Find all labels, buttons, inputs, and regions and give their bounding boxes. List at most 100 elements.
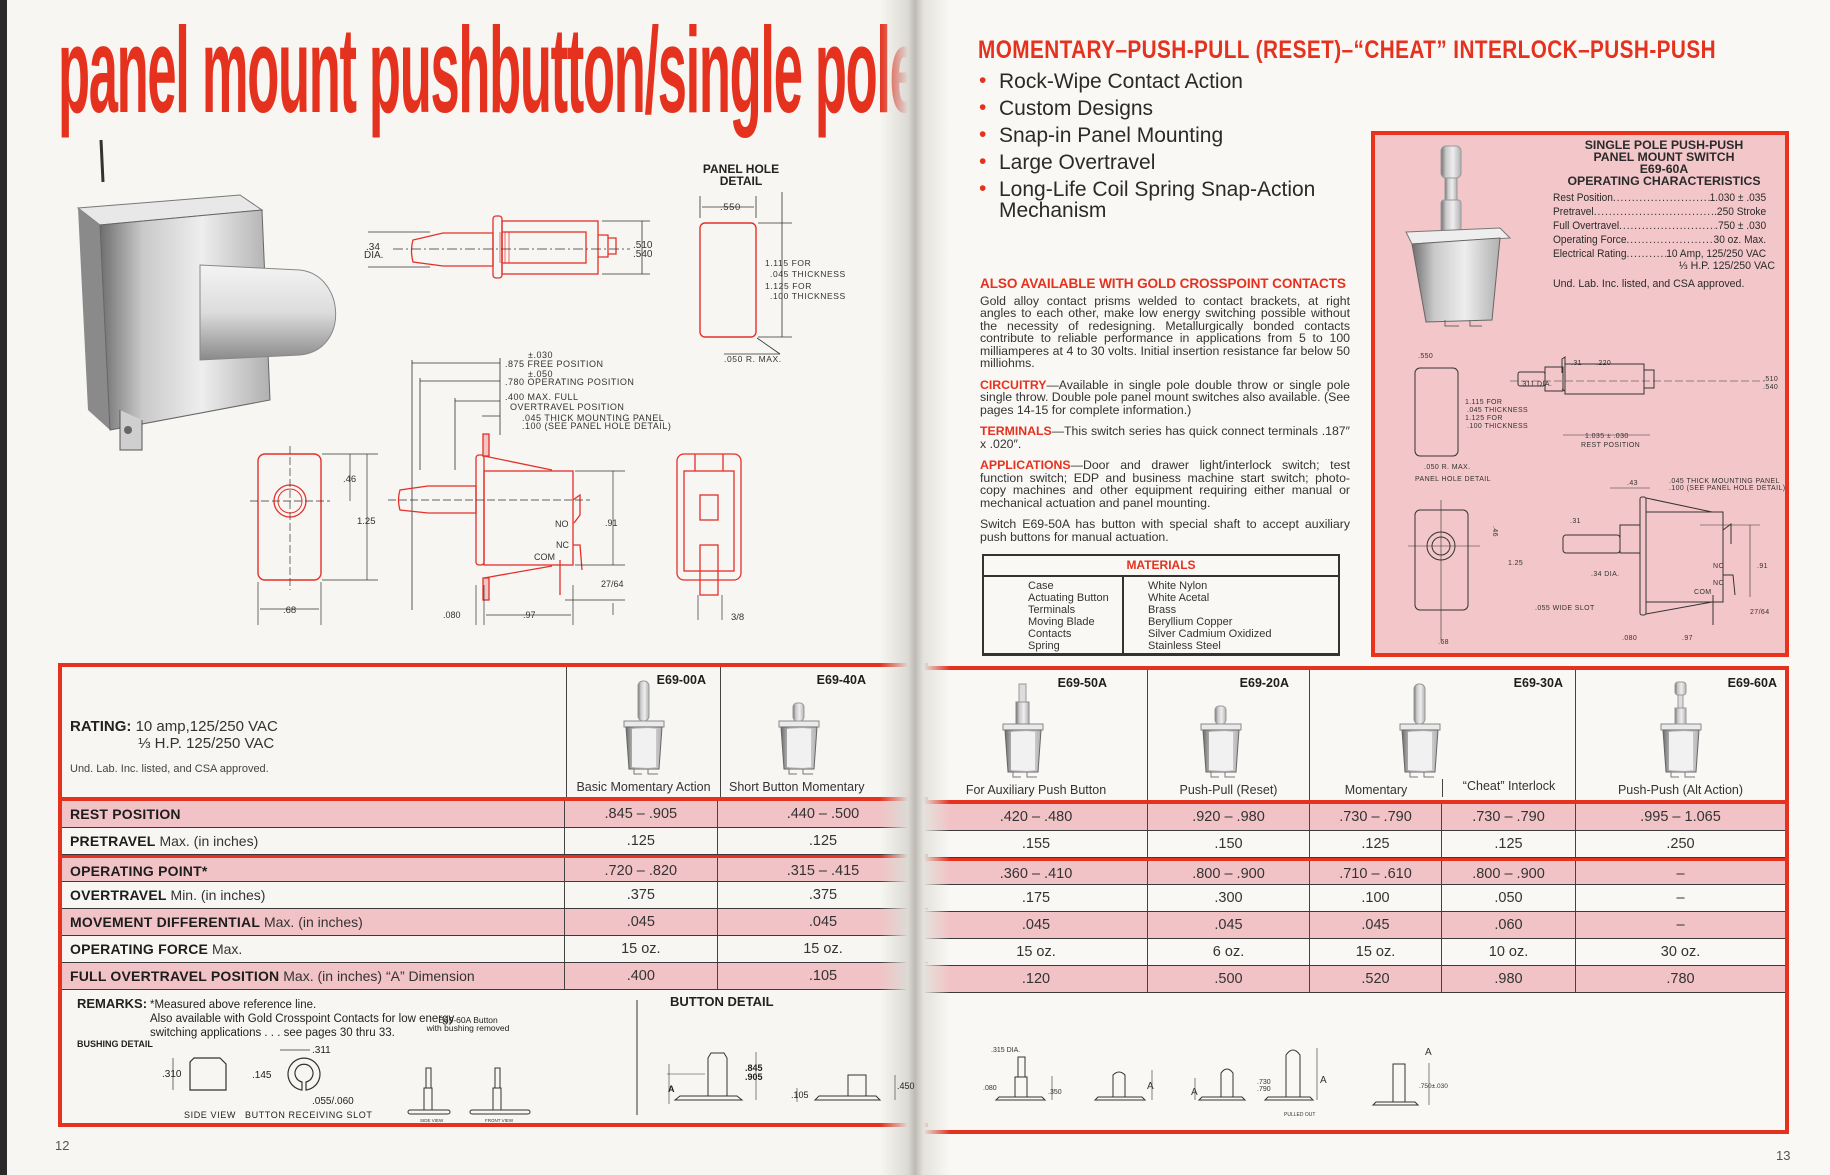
model-column-e69-00a: E69-00A Basic Momentary Action <box>566 667 720 797</box>
model-name: E69-20A <box>1239 676 1289 690</box>
rating-label: RATING: <box>70 718 132 735</box>
model-name: E69-00A <box>656 673 706 687</box>
gold-contacts-section: ALSO AVAILABLE WITH GOLD CROSSPOINT CONT… <box>980 277 1350 552</box>
dot-leader <box>1626 233 1713 247</box>
material-value: White Nylon <box>1148 580 1208 592</box>
bullet-icon: • <box>979 177 987 200</box>
row-label-main: PRETRAVEL <box>70 833 156 849</box>
row-label-qualifier: Max. <box>211 941 243 957</box>
remarks-line: *Measured above reference line. <box>150 999 317 1011</box>
feature-text: Snap-in Panel Mounting <box>999 124 1224 147</box>
circuitry-text: —Available in single pole double throw o… <box>980 377 1350 417</box>
table-row: .155.150.125.125.250 <box>925 831 1785 858</box>
dim-label: ±.030 <box>528 350 553 360</box>
model-name: E69-30A <box>1513 676 1563 690</box>
model-caption: Short Button Momentary <box>729 780 865 794</box>
table-cell: .125 <box>716 828 928 854</box>
row-label: PRETRAVEL Max. (in inches) <box>62 828 564 854</box>
table-cell: .520 <box>1309 966 1441 992</box>
switch-photo <box>991 680 1055 780</box>
model-column-e69-60a: E69-60A Push-Push (Alt Action) <box>1575 670 1785 800</box>
characteristic-name: Electrical Rating <box>1553 248 1627 260</box>
dim-label: .050 R. MAX. <box>724 354 782 364</box>
material-value: Brass <box>1148 604 1177 616</box>
row-label-qualifier: Max. (in inches) <box>263 914 363 930</box>
row-label: MOVEMENT DIFFERENTIAL Max. (in inches) <box>62 909 564 935</box>
table-cell: .125 <box>1309 831 1441 857</box>
dim-label: .97 <box>523 610 536 620</box>
dim-label: 3/8 <box>731 612 744 623</box>
model-caption: Push-Push (Alt Action) <box>1617 783 1744 797</box>
row-label-main: FULL OVERTRAVEL POSITION <box>70 968 280 984</box>
dot-leader <box>1613 191 1710 205</box>
dim-label: DIA. <box>364 250 383 261</box>
row-label: OVERTRAVEL Min. (in inches) <box>62 882 564 908</box>
characteristic-line: Operating Force30 oz. Max. <box>1553 233 1766 247</box>
material-part: Spring <box>1028 640 1060 652</box>
dim-label: .46 <box>343 474 356 485</box>
rating-line: 10 amp,125/250 VAC <box>135 718 278 735</box>
characteristic-line: Full Overtravel.750 ± .030 <box>1553 219 1766 233</box>
characteristic-value: 10 Amp, 125/250 VAC <box>1666 248 1767 260</box>
remarks-label: REMARKS: <box>77 996 148 1011</box>
table-cell: .400 <box>563 963 717 989</box>
material-part: Terminals <box>1028 604 1076 616</box>
remarks-line: switching applications . . . see pages 3… <box>150 1027 395 1039</box>
characteristic-name: Rest Position <box>1553 192 1613 204</box>
table-cell: .125 <box>563 828 717 854</box>
table-row: OPERATING POINT* .720 – .820.315 – .415 <box>62 855 928 882</box>
table-cell: 6 oz. <box>1147 939 1309 965</box>
table-row: .120.500.520.980.780 <box>925 966 1785 993</box>
row-label: OPERATING POINT* <box>62 858 564 881</box>
row-label-main: OVERTRAVEL <box>70 887 167 903</box>
feature-text: Custom Designs <box>999 97 1154 120</box>
dim-label: .91 <box>605 518 618 528</box>
dim-label: .080 <box>443 610 461 620</box>
table-cell: .800 – .900 <box>1441 861 1575 884</box>
table-cell: .050 <box>1441 885 1575 911</box>
book-spine <box>880 0 950 1175</box>
table-cell: .375 <box>563 882 717 908</box>
dim-label: 1.115 FOR <box>765 258 811 268</box>
circuitry-paragraph: CIRCUITRY—Available in single pole doubl… <box>980 377 1350 417</box>
model-column-e69-30a: E69-30A Momentary “Cheat” Interlock <box>1309 670 1575 800</box>
approval-note: Und. Lab. Inc. listed, and CSA approved. <box>70 763 269 775</box>
table-cell: .105 <box>716 963 928 989</box>
right-spec-table: E69-50A For Auxiliary Push Button E69-20… <box>925 666 1789 1134</box>
box-title: SINGLE POLE PUSH-PUSH <box>1584 138 1744 152</box>
book-edge <box>0 0 7 1175</box>
table-row: OVERTRAVEL Min. (in inches).375.375 <box>62 882 928 909</box>
model-name: E69-50A <box>1057 676 1107 690</box>
row-label-main: OPERATING FORCE <box>70 941 209 957</box>
table-cell: – <box>1575 912 1785 938</box>
dim-label: .550 <box>720 202 741 213</box>
table-cell: .250 <box>1575 831 1785 857</box>
feature-list: •Rock-Wipe Contact Action •Custom Design… <box>975 68 1329 221</box>
table-cell: .360 – .410 <box>999 866 1073 882</box>
dot-leader <box>1626 247 1666 261</box>
box-title: OPERATING CHARACTERISTICS <box>1567 174 1761 188</box>
row-label-qualifier: Max. (in inches) “A” Dimension <box>283 968 475 984</box>
drawing-title: PANEL HOLE <box>703 162 779 176</box>
table-cell: .060 <box>1441 912 1575 938</box>
table-row: .420 – .480.920 – .980.730 – .790.730 – … <box>925 804 1785 831</box>
section-heading: MOMENTARY–PUSH-PULL (RESET)–“CHEAT” INTE… <box>978 36 1716 64</box>
table-cell: .730 – .790 <box>1309 804 1441 830</box>
table-cell: .995 – 1.065 <box>1575 804 1785 830</box>
material-part: Moving Blade <box>1028 616 1095 628</box>
page-number-left: 12 <box>55 1138 70 1153</box>
table-cell: .800 – .900 <box>1147 861 1309 884</box>
feature-item: •Custom Designs <box>975 95 1329 122</box>
table-cell: 10 oz. <box>1441 939 1575 965</box>
table-cell: .045 <box>716 909 928 935</box>
table-row: .360 – .410.800 – .900.710 – .610.800 – … <box>925 858 1785 885</box>
terminals-label: TERMINALS <box>980 424 1052 438</box>
dim-label: OVERTRAVEL POSITION <box>510 402 624 412</box>
applications-paragraph: APPLICATIONS—Door and drawer light/inter… <box>980 459 1350 509</box>
table-cell: .300 <box>1147 885 1309 911</box>
terminal-label: NC <box>556 540 569 550</box>
rating: RATING: 10 amp,125/250 VAC ⅓ H.P. 125/25… <box>70 718 278 752</box>
